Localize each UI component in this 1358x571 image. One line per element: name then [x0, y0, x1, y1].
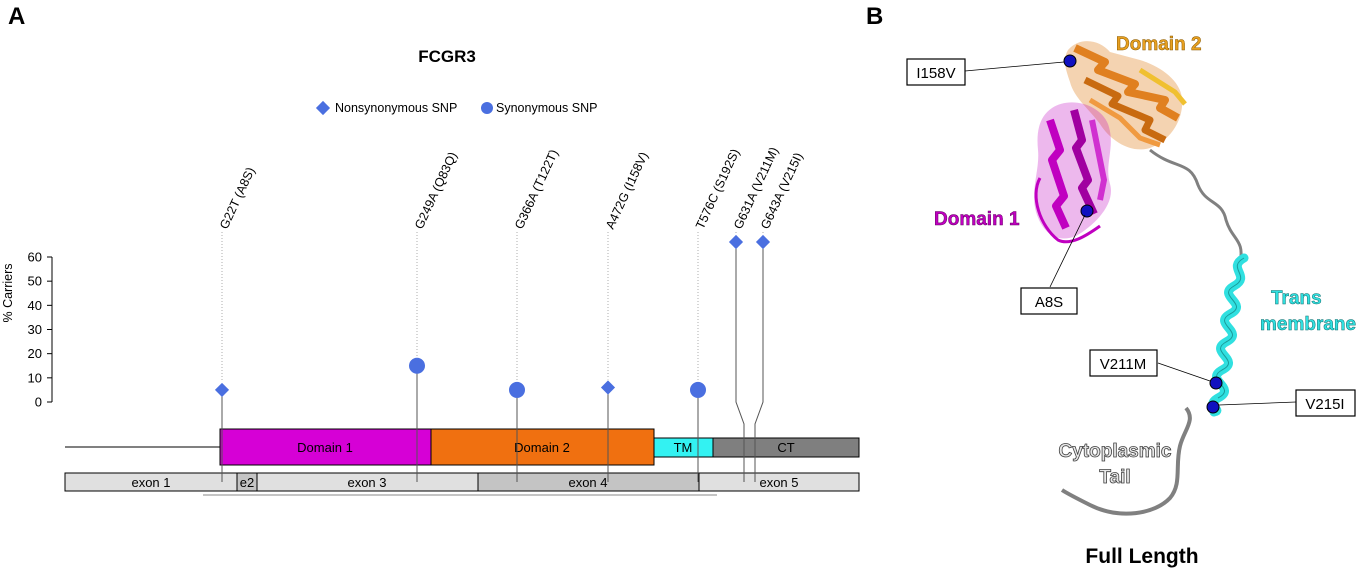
domain-2-box	[430, 428, 655, 466]
exon-2-label: e2	[240, 475, 254, 490]
snp-marker-diamond	[214, 382, 230, 397]
domain-2-label: Domain 2	[514, 440, 570, 455]
domain-1-strand-c	[1089, 119, 1108, 201]
snp-sphere-a8s	[1080, 204, 1094, 218]
y-tick-label: 50	[28, 274, 42, 289]
y-tick-label: 0	[35, 395, 42, 410]
domain-2-shadow	[1064, 41, 1183, 150]
domain-1-label: Domain 1	[297, 440, 353, 455]
tm-label: TM	[674, 440, 693, 455]
tm-helix-outline	[1216, 257, 1245, 399]
legend-label-synonymous: Synonymous SNP	[496, 101, 597, 115]
structure-label-membrane: membrane	[1260, 314, 1356, 335]
snp-label: A472G (I158V)	[603, 150, 651, 231]
structure-label-cytoplasmic: Cytoplasmic	[1059, 441, 1172, 462]
callout-line-i158v	[964, 61, 1065, 72]
callout-box-i158v	[906, 58, 966, 86]
domain-1-loop	[1034, 177, 1101, 244]
domain-1-structure	[1034, 102, 1112, 244]
legend-circle-marker	[481, 102, 493, 114]
snp-sphere-v215i	[1206, 400, 1220, 414]
snp-sphere-v211m	[1209, 376, 1223, 390]
snp-marker-diamond	[755, 234, 771, 250]
callout-line-v215i	[1218, 401, 1297, 406]
snp-marker-circle	[690, 381, 706, 398]
chart-title: FCGR3	[418, 47, 476, 66]
exon-1-label: exon 1	[131, 475, 170, 490]
snp-marker-diamond	[600, 380, 616, 395]
snp-label: G366A (T122T)	[512, 147, 561, 231]
snp-marker-circle	[409, 357, 425, 374]
structure-label-trans: Trans	[1271, 288, 1322, 309]
protein-structure: I158V A8S V211M V215I Domain 2 Domain 1 …	[906, 34, 1356, 568]
ct-label: CT	[777, 440, 794, 455]
lollipop-chart: FCGR3 Nonsynonymous SNP Synonymous SNP 0…	[1, 47, 860, 496]
domain-2-structure	[1064, 41, 1187, 150]
domain-2-strand-a	[1073, 44, 1180, 122]
callout-label-v211m: V211M	[1100, 356, 1146, 373]
domain-1-strand-b	[1070, 108, 1098, 216]
y-tick-label: 10	[28, 370, 42, 385]
snp-sphere-i158v	[1063, 54, 1077, 68]
structure-label-domain1: Domain 1	[934, 209, 1020, 230]
panel-a-letter: A	[8, 3, 25, 30]
snp-label: G249A (Q83Q)	[412, 150, 460, 231]
protein-domains: Domain 1 Domain 2 TM CT	[219, 428, 860, 466]
legend: Nonsynonymous SNP Synonymous SNP	[315, 100, 597, 116]
exon-track: exon 1 e2 exon 3 exon 4 exon 5	[64, 472, 860, 496]
exon-5-label: exon 5	[759, 475, 798, 490]
y-tick-label: 40	[28, 298, 42, 313]
callout-line-a8s	[1049, 214, 1086, 288]
callout-label-a8s: A8S	[1035, 294, 1063, 311]
y-axis: 0 10 20 30 40 50 60 % Carriers	[1, 250, 53, 410]
structure-label-tail: Tail	[1099, 467, 1130, 488]
callout-box-v211m	[1089, 349, 1158, 377]
ct-box	[712, 437, 860, 458]
y-tick-label: 30	[28, 322, 42, 337]
structure-caption: Full Length	[1085, 545, 1198, 568]
callout-label-v215i: V215I	[1305, 396, 1344, 413]
exon-4-label: exon 4	[568, 475, 607, 490]
snp-marker-diamond	[728, 234, 744, 250]
domain-2-strand-c	[1088, 97, 1161, 148]
domain-1-strand-a	[1046, 118, 1070, 230]
domain-2-helix	[1138, 67, 1187, 106]
callout-label-i158v: I158V	[916, 65, 955, 82]
legend-label-nonsynonymous: Nonsynonymous SNP	[335, 101, 457, 115]
snp-label: G22T (A8S)	[217, 165, 258, 231]
legend-diamond-marker	[315, 100, 331, 116]
snp-marker-circle	[509, 381, 525, 398]
snp-stem	[754, 242, 764, 482]
cytoplasmic-tail-ribbon	[1060, 406, 1192, 516]
y-ticks: 0 10 20 30 40 50 60	[28, 250, 52, 410]
y-axis-label: % Carriers	[1, 263, 15, 322]
exon-3-label: exon 3	[347, 475, 386, 490]
y-tick-label: 60	[28, 250, 42, 265]
structure-label-domain2: Domain 2	[1116, 34, 1202, 55]
exon-5-box	[698, 472, 860, 492]
y-tick-label: 20	[28, 346, 42, 361]
domain-2-strand-b	[1083, 76, 1167, 144]
callout-line-v211m	[1157, 362, 1211, 382]
linker-ribbon	[1149, 148, 1243, 263]
transmembrane-helix	[1208, 253, 1249, 417]
callout-box-v215i	[1295, 389, 1356, 417]
panel-b-letter: B	[866, 3, 883, 30]
snp-stem	[735, 242, 745, 482]
callout-box-a8s	[1020, 287, 1078, 315]
